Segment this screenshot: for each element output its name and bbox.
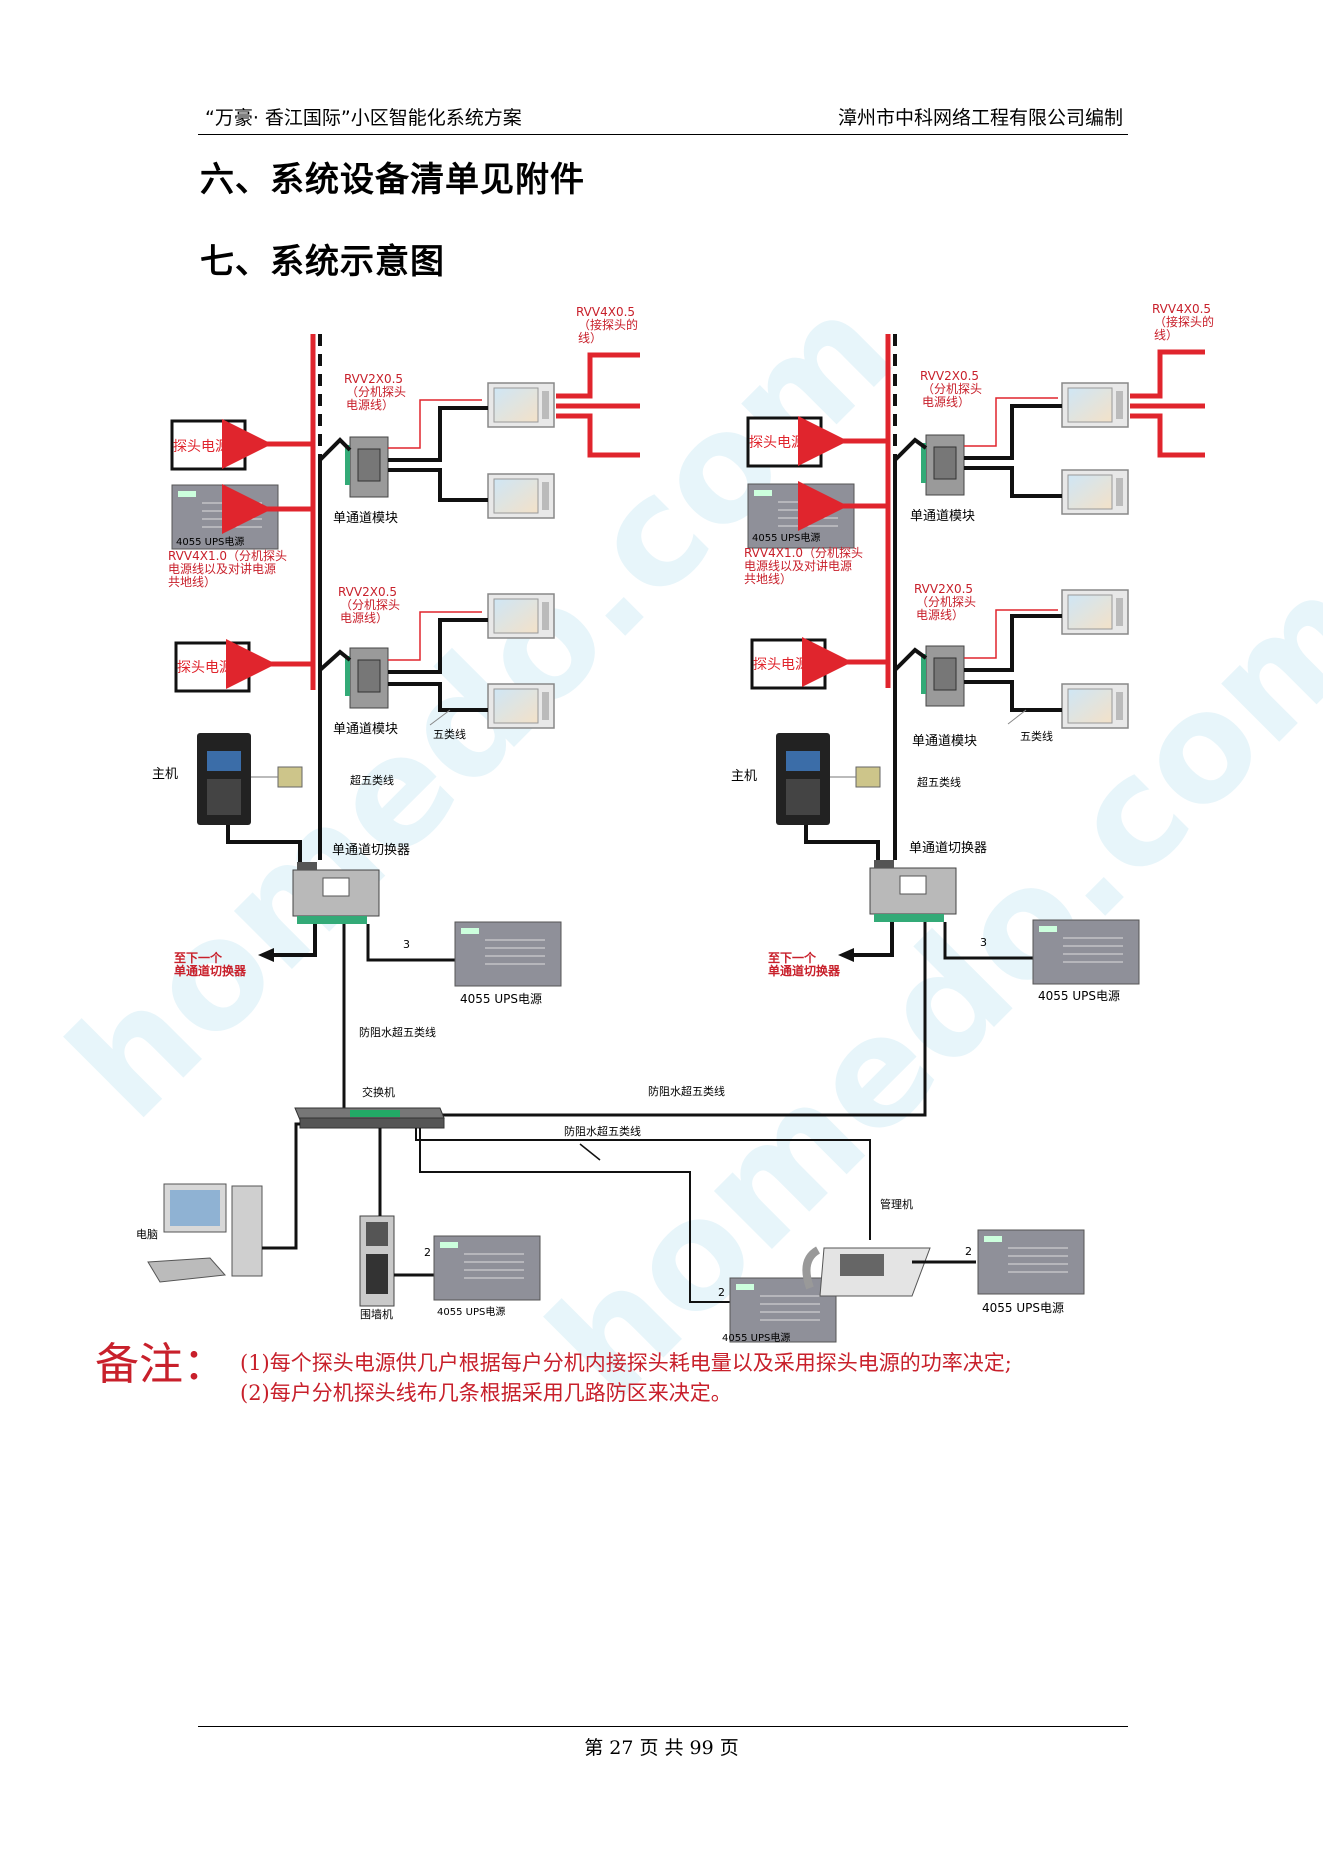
next-switcher-label: 至下一个 [768,950,817,965]
footer-rule [198,1726,1128,1727]
rvv4x1-label: 共地线） [744,572,792,586]
single-module-label: 单通道模块 [333,511,398,526]
single-module-label: 单通道模块 [333,722,398,737]
rvv4x05-label: RVV4X0.5 [576,305,635,319]
waterproof-cat5-label: 防阻水超五类线 [564,1124,641,1138]
network-section: 交换机 电脑 围墙机 2 4055 UPS电源 防阻水超五类线 4055 UPS… [136,1085,1085,1344]
manager-unit-label: 管理机 [880,1197,913,1211]
cat5-label: 五类线 [433,727,466,741]
wire-count-label: 3 [403,938,410,951]
rvv2x05-note: （分机探头 [346,385,406,399]
heading-equipment-list: 六、系统设备清单见附件 [200,160,585,200]
probe-power-box-label: 探头电源箱 [177,660,247,676]
rvv2x05-note: （分机探头 [922,382,982,396]
rvv4x05-note: 线） [1154,328,1178,342]
rvv4x1-label: 电源线以及对讲电源 [744,558,852,573]
rvv2x05-label: RVV2X0.5 [344,372,403,386]
probe-power-box-label: 探头电源箱 [749,435,819,451]
rvv2x05-note: （分机探头 [340,598,400,612]
rvv4x05-label: RVV4X0.5 [1152,302,1211,316]
wall-unit-label: 围墙机 [360,1307,393,1321]
probe-power-box-label: 探头电源箱 [173,439,243,455]
next-switcher-label: 单通道切换器 [174,963,247,978]
header-left: “万豪· 香江国际”小区智能化系统方案 [205,107,522,129]
left-system: 探头电源箱 4055 UPS电源 RVV4X1.0（分机探头 电源线以及对讲电源… [152,305,640,1110]
heading-system-diagram: 七、系统示意图 [200,242,445,282]
page-number: 第 27 页 共 99 页 [584,1737,739,1759]
rvv2x05-note: 电源线） [346,398,394,412]
note-line-1: (1)每个探头电源供几户根据每户分机内接探头耗电量以及采用探头电源的功率决定; [240,1351,1012,1375]
ups-label: 4055 UPS电源 [982,1301,1064,1315]
ups-label: 4055 UPS电源 [437,1305,505,1318]
rvv4x05-note: （接探头的 [1154,314,1214,329]
rvv2x05-label: RVV2X0.5 [914,582,973,596]
next-switcher-label: 单通道切换器 [768,963,841,978]
ups-label: 4055 UPS电源 [176,535,244,548]
note-line-2: (2)每户分机探头线布几条根据采用几路防区来决定。 [240,1381,732,1405]
rvv4x1-label: RVV4X1.0（分机探头 [744,546,863,560]
rvv4x1-label: 电源线以及对讲电源 [168,561,276,576]
rvv2x05-note: 电源线） [922,395,970,409]
switcher-label: 单通道切换器 [909,841,987,856]
super-cat5-label: 超五类线 [917,775,961,789]
single-module-label: 单通道模块 [912,734,977,749]
waterproof-cat5-label: 防阻水超五类线 [359,1025,436,1039]
header-rule [198,134,1128,135]
rvv2x05-note: 电源线） [340,611,388,625]
switch-label: 交换机 [362,1085,395,1099]
single-module-label: 单通道模块 [910,509,975,524]
ups-label: 4055 UPS电源 [722,1331,790,1344]
rvv2x05-label: RVV2X0.5 [920,369,979,383]
rvv2x05-note: 电源线） [916,608,964,622]
ups-label: 4055 UPS电源 [1038,989,1120,1003]
probe-power-box-label: 探头电源箱 [753,657,823,673]
host-label: 主机 [152,767,178,782]
ups-label: 4055 UPS电源 [752,531,820,544]
rvv4x1-label: RVV4X1.0（分机探头 [168,549,287,563]
rvv4x05-note: （接探头的 [578,317,638,332]
rvv4x1-label: 共地线） [168,575,216,589]
next-switcher-label: 至下一个 [174,950,223,965]
host-label: 主机 [731,769,757,784]
ups-label: 4055 UPS电源 [460,992,542,1006]
super-cat5-label: 超五类线 [350,773,394,787]
rvv4x05-note: 线） [578,331,602,345]
switcher-label: 单通道切换器 [332,843,410,858]
rvv2x05-label: RVV2X0.5 [338,585,397,599]
wire-count-label: 2 [718,1286,725,1299]
notes-label: 备注： [95,1339,227,1390]
cat5-label: 五类线 [1020,729,1053,743]
right-system: 探头电源箱 4055 UPS电源 RVV4X1.0（分机探头 电源线以及对讲电源… [440,302,1214,1117]
wire-count-label: 3 [980,936,987,949]
rvv2x05-note: （分机探头 [916,595,976,609]
header-right: 漳州市中科网络工程有限公司编制 [837,107,1123,129]
computer-label: 电脑 [136,1228,158,1241]
wire-count-label: 2 [965,1245,972,1258]
wire-count-label: 2 [424,1246,431,1259]
waterproof-cat5-label: 防阻水超五类线 [648,1084,725,1098]
